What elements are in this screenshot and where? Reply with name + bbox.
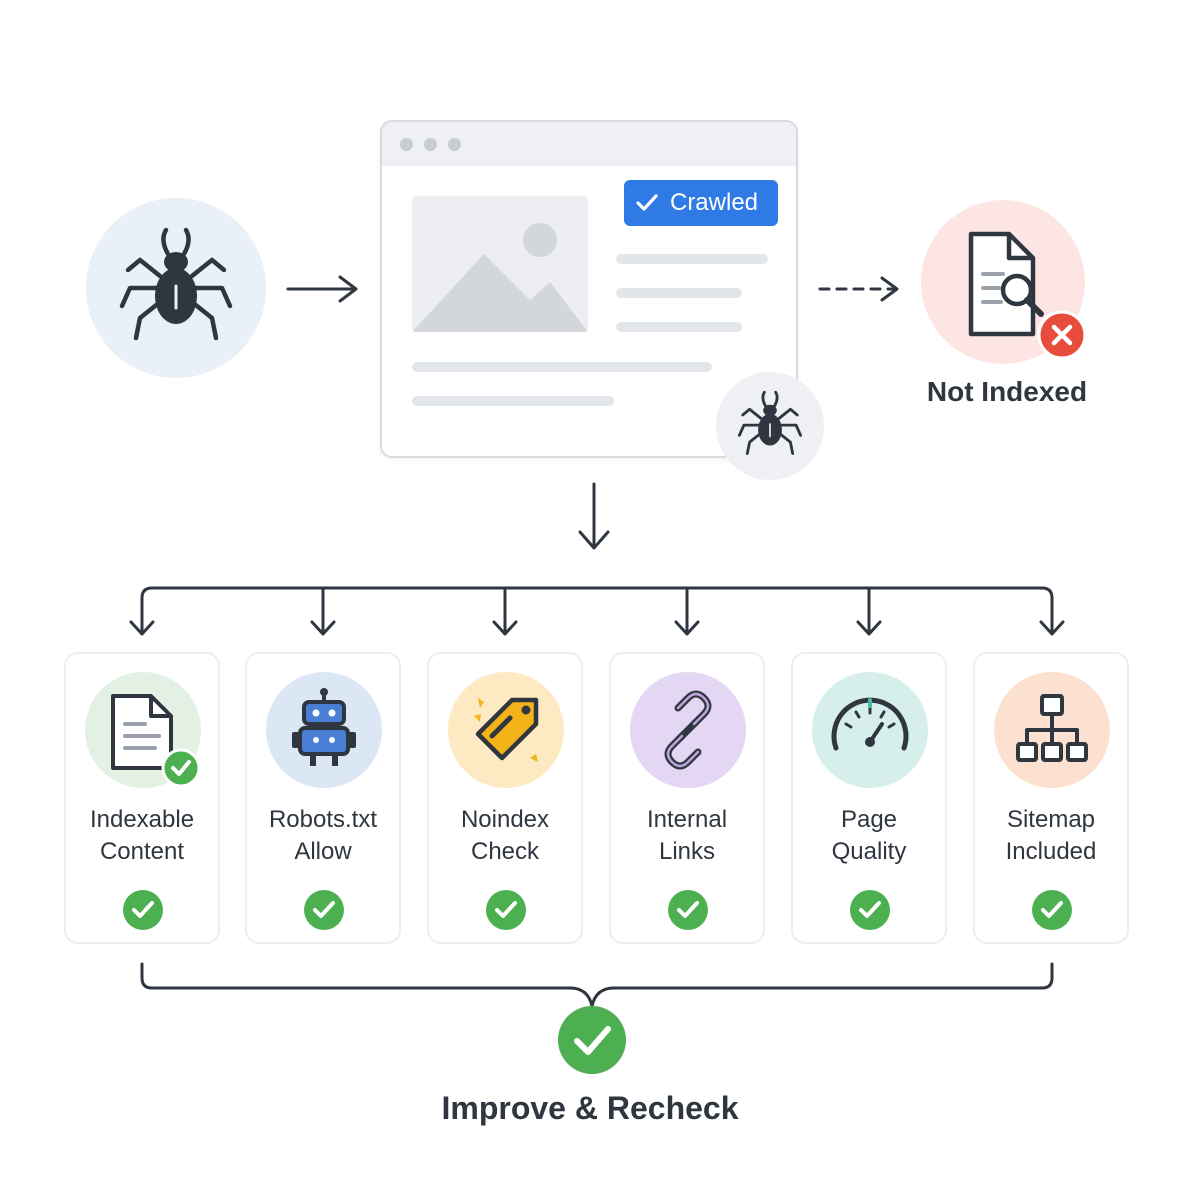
crawled-label: Crawled bbox=[669, 189, 759, 216]
arrow-page-to-checks bbox=[578, 482, 610, 550]
merge-connector bbox=[140, 962, 1054, 1008]
window-title-bar bbox=[382, 122, 796, 166]
card-icon-circle bbox=[812, 672, 928, 788]
arrow-crawler-to-page bbox=[286, 275, 358, 303]
pass-check-icon bbox=[123, 890, 163, 930]
checkmark-icon bbox=[636, 194, 658, 211]
pass-check-icon bbox=[304, 890, 344, 930]
crawler-node bbox=[86, 198, 266, 378]
crawled-badge: Crawled bbox=[624, 180, 778, 226]
check-card-noindex: Noindex Check bbox=[427, 652, 583, 944]
window-dot bbox=[448, 138, 461, 151]
card-icon-circle bbox=[630, 672, 746, 788]
text-line bbox=[412, 362, 712, 372]
card-label: Internal Links bbox=[646, 806, 728, 865]
tag-icon bbox=[474, 697, 539, 762]
branch-connector bbox=[129, 586, 1065, 636]
robot-icon bbox=[292, 688, 356, 766]
check-card-indexable-content: Indexable Content bbox=[64, 652, 220, 944]
image-placeholder bbox=[412, 196, 588, 332]
text-line bbox=[616, 322, 742, 332]
document-icon bbox=[111, 694, 201, 788]
text-line bbox=[412, 396, 614, 406]
card-label: Indexable Content bbox=[89, 806, 195, 865]
gauge-icon bbox=[831, 697, 909, 751]
card-label: Robots.txt Allow bbox=[268, 806, 378, 865]
dashed-arrow-to-not-indexed bbox=[818, 276, 899, 302]
check-card-sitemap: Sitemap Included bbox=[973, 652, 1129, 944]
card-icon-circle bbox=[85, 672, 201, 788]
card-label: Sitemap Included bbox=[1005, 806, 1097, 865]
crawler-badge bbox=[716, 372, 824, 480]
final-check-icon bbox=[558, 1006, 626, 1074]
pass-check-icon bbox=[668, 890, 708, 930]
check-card-internal-links: Internal Links bbox=[609, 652, 765, 944]
error-x-icon bbox=[1037, 310, 1087, 360]
document-search-icon bbox=[968, 231, 1044, 337]
window-dot bbox=[424, 138, 437, 151]
not-indexed-label: Not Indexed bbox=[926, 376, 1088, 407]
card-label: Noindex Check bbox=[460, 806, 550, 865]
spider-icon bbox=[737, 390, 803, 455]
link-icon bbox=[664, 690, 712, 770]
image-icon bbox=[412, 223, 588, 332]
pass-check-icon bbox=[1032, 890, 1072, 930]
sitemap-icon bbox=[1016, 694, 1088, 762]
pass-check-icon bbox=[850, 890, 890, 930]
text-line bbox=[616, 288, 742, 298]
card-icon-circle bbox=[266, 672, 382, 788]
window-dot bbox=[400, 138, 413, 151]
card-icon-circle bbox=[448, 672, 564, 788]
improve-recheck-label: Improve & Recheck bbox=[441, 1090, 739, 1126]
card-label: Page Quality bbox=[831, 806, 907, 865]
text-line bbox=[616, 254, 768, 264]
spider-icon bbox=[119, 227, 233, 341]
card-icon-circle bbox=[994, 672, 1110, 788]
pass-check-icon bbox=[486, 890, 526, 930]
not-indexed-node bbox=[921, 200, 1087, 364]
check-card-robots-txt: Robots.txt Allow bbox=[245, 652, 401, 944]
crawled-page-window: Crawled bbox=[380, 120, 798, 458]
check-card-page-quality: Page Quality bbox=[791, 652, 947, 944]
